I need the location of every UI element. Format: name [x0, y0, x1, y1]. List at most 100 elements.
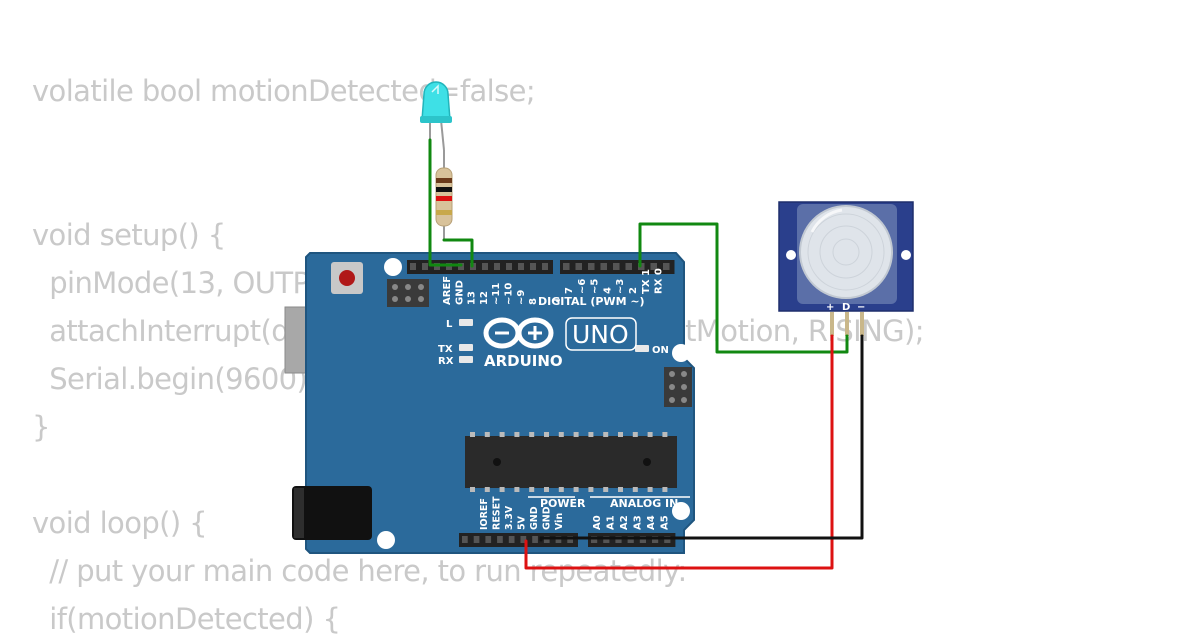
wire-gnd-to-pir-gnd — [539, 334, 864, 542]
pin-label: ~3 — [615, 279, 626, 294]
pin-label: ~6 — [577, 279, 588, 294]
wires — [428, 138, 864, 570]
digital-header-label: DIGITAL (PWM ~) — [538, 295, 645, 308]
header-pin[interactable] — [473, 536, 480, 543]
mounting-hole — [384, 258, 402, 276]
pin-label: A4 — [646, 515, 657, 530]
pin-label: A5 — [660, 515, 671, 530]
pin-label: 13 — [467, 291, 478, 305]
header-pin[interactable] — [422, 263, 428, 270]
uno-badge — [565, 317, 637, 351]
header-pin[interactable] — [518, 263, 524, 270]
pir-pin-label-minus: − — [857, 302, 865, 313]
header-pin[interactable] — [532, 536, 538, 543]
pin-label: AREF — [442, 276, 453, 305]
pin-label: 2 — [628, 287, 639, 294]
header-pin[interactable] — [663, 263, 670, 270]
code-line: void loop() { — [32, 506, 208, 540]
header-pin[interactable] — [613, 263, 620, 270]
analog-header-label: ANALOG IN — [610, 497, 678, 510]
header-pin[interactable] — [462, 536, 468, 543]
l-led-label: L — [446, 319, 453, 330]
analog-header[interactable] — [588, 533, 676, 547]
digital-header-right[interactable] — [560, 260, 675, 274]
power-header[interactable] — [459, 533, 578, 547]
mounting-hole — [672, 344, 690, 362]
pin-label: 5V — [517, 515, 528, 530]
pin-label: RX 0 — [654, 268, 665, 294]
atmega-chip — [465, 432, 677, 492]
pin-label: GND — [454, 280, 465, 305]
code-line: volatile bool motionDetected=false; — [32, 74, 536, 108]
power-header-label: POWER — [540, 497, 586, 510]
header-pin[interactable] — [508, 536, 515, 543]
header-pin[interactable] — [494, 263, 500, 270]
rx-led — [459, 356, 473, 363]
cyan-led[interactable] — [420, 81, 452, 151]
header-pin[interactable] — [506, 263, 512, 270]
pin-label: A3 — [633, 515, 644, 530]
on-led-label: ON — [652, 345, 669, 356]
tx-led — [459, 344, 473, 351]
pin-label: A1 — [606, 515, 617, 530]
pin-label: ~11 — [491, 283, 502, 305]
header-pin[interactable] — [575, 263, 583, 270]
header-pin[interactable] — [410, 263, 416, 270]
uno-label: UNO — [572, 320, 629, 349]
code-line: // put your main code here, to run repea… — [32, 554, 687, 588]
pir-motion-sensor[interactable]: + D − — [778, 201, 914, 336]
arduino-logo — [483, 317, 554, 349]
pir-pin-label-plus: + — [826, 302, 834, 313]
mounting-hole — [672, 502, 690, 520]
pin-label: A0 — [592, 515, 603, 530]
code-line: void setup() { — [32, 218, 226, 252]
wire-resistor-to-pin13 — [442, 238, 474, 268]
pir-pin-label-data: D — [842, 302, 850, 313]
header-pin[interactable] — [482, 263, 488, 270]
header-pin[interactable] — [588, 263, 595, 270]
icsp-header-top — [387, 279, 429, 307]
pin-label: 7 — [564, 287, 575, 294]
pin-label: Vin — [554, 513, 565, 530]
pin-label: A2 — [619, 515, 630, 530]
pin-label: ~9 — [516, 290, 527, 305]
power-jack — [292, 486, 372, 540]
code-line: Serial.begin(9600); — [32, 362, 317, 396]
header-pin[interactable] — [563, 263, 570, 270]
tx-led-label: TX — [438, 344, 453, 355]
pin-label: 8 — [528, 298, 539, 305]
header-pin[interactable] — [520, 536, 527, 543]
pin-label: IOREF — [479, 498, 490, 530]
pin-label: 12 — [479, 291, 490, 305]
arduino-wordmark: ARDUINO — [484, 352, 563, 370]
mounting-hole — [377, 531, 395, 549]
header-pin[interactable] — [485, 536, 492, 543]
wire-led-to-gnd — [428, 138, 463, 267]
pin-label: RESET — [492, 496, 503, 530]
header-pin[interactable] — [625, 263, 633, 270]
header-pin[interactable] — [600, 263, 608, 270]
pir-dome — [799, 205, 893, 299]
header-pin[interactable] — [650, 263, 658, 270]
code-line: } — [32, 410, 50, 444]
header-pin[interactable] — [542, 263, 548, 270]
reset-button-cap[interactable] — [339, 270, 355, 286]
pin-label: ~5 — [590, 279, 601, 294]
wire-pin2-to-pir-data — [638, 222, 849, 354]
header-pin[interactable] — [497, 536, 503, 543]
on-led — [635, 345, 649, 352]
pin-label: ~10 — [504, 283, 515, 305]
rx-led-label: RX — [438, 356, 454, 367]
pin-label: GND — [542, 506, 553, 530]
pin-label: 3.3V — [504, 505, 515, 530]
resistor[interactable] — [435, 150, 453, 240]
header-pin[interactable] — [530, 263, 536, 270]
pin-label: GND — [529, 506, 540, 530]
l-led — [459, 319, 473, 326]
